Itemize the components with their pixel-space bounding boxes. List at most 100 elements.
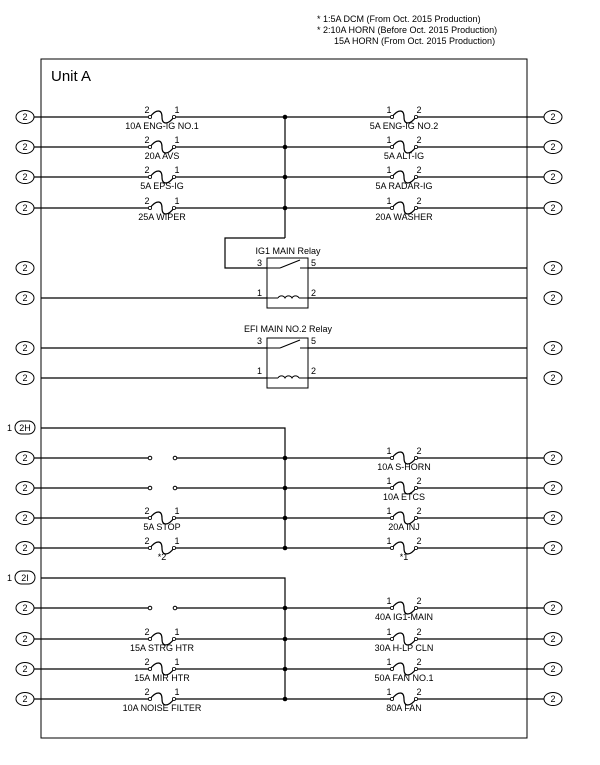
fuse-label: 50A FAN NO.1 — [374, 673, 433, 683]
connector-right: 2 — [543, 541, 563, 555]
fuse-label: 5A ENG-IG NO.2 — [370, 121, 439, 131]
connector-label: 2 — [22, 112, 27, 122]
connector-label: 2H — [19, 423, 31, 433]
fuse-pin-label: 1 — [386, 506, 391, 516]
fuse-terminal — [389, 637, 394, 642]
fuse-label: 5A STOP — [143, 522, 180, 532]
fuse-symbol — [391, 601, 417, 615]
junction-dot — [282, 605, 288, 611]
connector-right: 2 — [543, 692, 563, 706]
connector-label: 2 — [22, 664, 27, 674]
connector-right: 2 — [543, 261, 563, 275]
fuse-terminal — [171, 637, 176, 642]
fuse-pin-label: 2 — [144, 687, 149, 697]
connector-left: 2 — [15, 201, 35, 215]
fuse-terminal — [389, 485, 394, 490]
connector-label: 2 — [550, 203, 555, 213]
connector-label: 2 — [550, 293, 555, 303]
fuse-pin-label: 1 — [174, 627, 179, 637]
connector-right: 2 — [543, 201, 563, 215]
fuse-pin-label: 2 — [416, 536, 421, 546]
junction-dot — [282, 205, 288, 211]
connector-label: 2 — [22, 694, 27, 704]
connector-right: 2 — [543, 291, 563, 305]
fuse-terminal — [147, 144, 152, 149]
relay-box — [266, 337, 309, 389]
connector-label: 2 — [550, 172, 555, 182]
fuse-terminal — [413, 485, 418, 490]
bus-connector-2h: 1 2H — [7, 420, 36, 435]
connector-label: 2 — [22, 373, 27, 383]
relay-pin-1: 1 — [257, 288, 262, 298]
fuse-symbol — [391, 511, 417, 525]
switch-contact — [279, 339, 301, 349]
fuse-terminal — [389, 667, 394, 672]
fuse-pin-label: 2 — [416, 657, 421, 667]
bus-2h-wire — [41, 427, 286, 548]
fuse-symbol — [149, 110, 175, 124]
fuse-pin-label: 2 — [144, 506, 149, 516]
note-1: * 1:5A DCM (From Oct. 2015 Production) — [317, 14, 481, 24]
connector-right: 2 — [543, 632, 563, 646]
fuse-pin-label: 1 — [386, 476, 391, 486]
fuse-symbol — [391, 541, 417, 555]
connector-right: 2 — [543, 451, 563, 465]
fuse-symbol — [391, 481, 417, 495]
bus-2i-wire — [41, 577, 286, 699]
connector-left: 2 — [15, 511, 35, 525]
connector-badge — [543, 291, 563, 305]
relay-box — [266, 257, 309, 309]
fuse-terminal — [147, 697, 152, 702]
fuse-symbol — [149, 541, 175, 555]
relay-pin-3: 3 — [257, 258, 262, 268]
connector-left: 2 — [15, 261, 35, 275]
relay-ig1-main: IG1 MAIN Relay 3 5 1 2 — [255, 246, 321, 309]
fuse-terminal — [171, 697, 176, 702]
fuse-pin-label: 1 — [386, 657, 391, 667]
connector-label: 2 — [22, 603, 27, 613]
fuse-terminal — [171, 174, 176, 179]
connector-right: 2 — [543, 371, 563, 385]
connector-left: 2 — [15, 140, 35, 154]
fuse-pin-label: 1 — [386, 196, 391, 206]
fuse-terminal — [389, 606, 394, 611]
fuse-terminal — [171, 205, 176, 210]
fuse-pin-label: 1 — [386, 627, 391, 637]
fuse-label: 15A MIR HTR — [134, 673, 190, 683]
connector-label: 2 — [22, 634, 27, 644]
connector-label: 2 — [550, 694, 555, 704]
relay-label: IG1 MAIN Relay — [255, 246, 321, 256]
connector-right: 2 — [543, 110, 563, 124]
fuse-terminal — [413, 174, 418, 179]
bus-connector-2i: 1 2I — [7, 570, 36, 585]
junction-dot — [282, 455, 288, 461]
fuse-terminal — [171, 144, 176, 149]
relay-efi-main-no2: EFI MAIN NO.2 Relay 3 5 1 2 — [244, 324, 333, 389]
connector-label: 2 — [22, 293, 27, 303]
fuse-pin-label: 2 — [144, 657, 149, 667]
connector-label: 2 — [550, 483, 555, 493]
fuse-terminal — [147, 205, 152, 210]
fuse-symbol — [391, 632, 417, 646]
switch-contact — [147, 605, 153, 611]
fuse-label: 10A ETCS — [383, 492, 425, 502]
connector-label: 2 — [22, 543, 27, 553]
connector-label: 2 — [550, 543, 555, 553]
connector-label: 2I — [21, 573, 29, 583]
fuse-terminal — [147, 667, 152, 672]
connector-label: 2 — [22, 453, 27, 463]
fuse-pin-label: 1 — [386, 165, 391, 175]
connector-left: 2 — [15, 110, 35, 124]
connector-label: 2 — [22, 343, 27, 353]
